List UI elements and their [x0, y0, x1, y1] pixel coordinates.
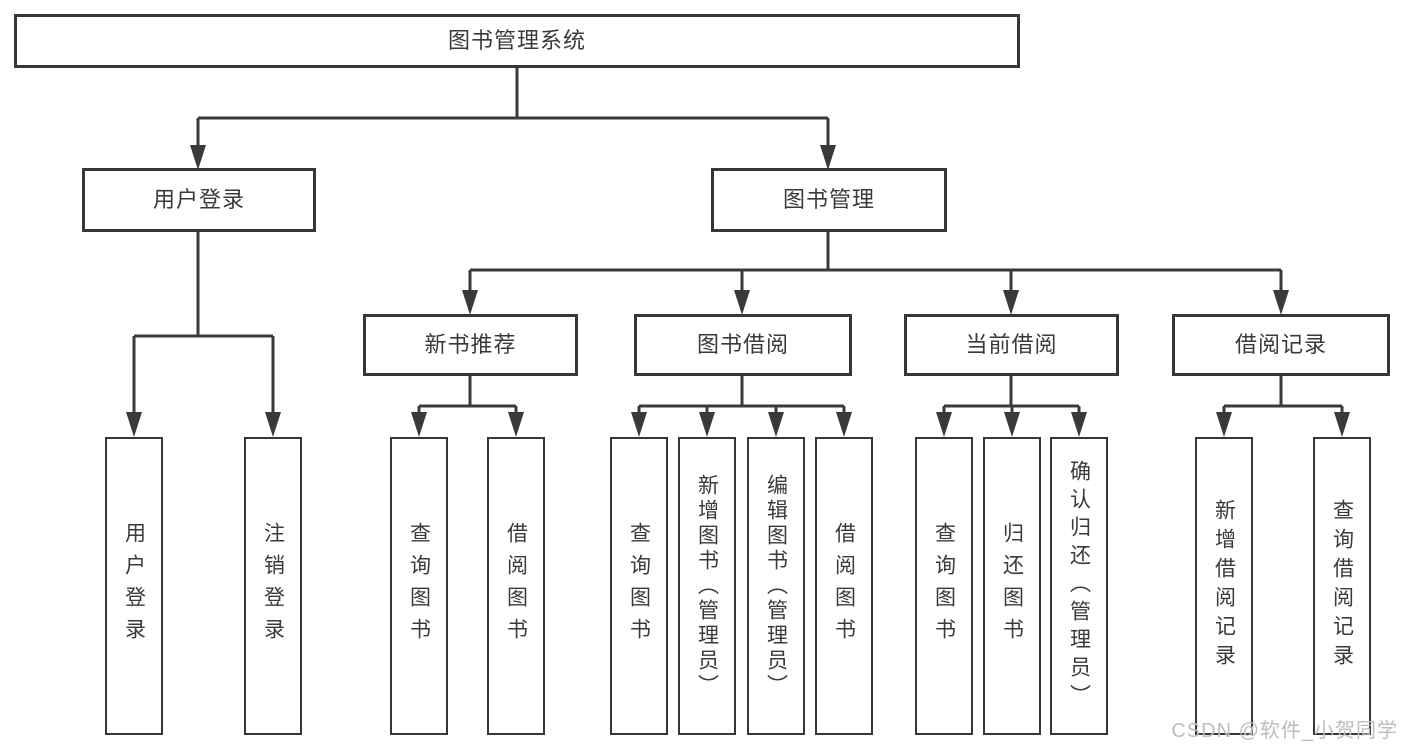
node-label: 新书推荐 — [424, 331, 517, 357]
node-label: 借阅图书 — [832, 522, 856, 650]
node-label: 查询借阅记录 — [1330, 499, 1354, 673]
node-label: 确认归还（管理员） — [1067, 460, 1091, 712]
leaf-add-borrow-record: 新增借阅记录 — [1195, 437, 1253, 735]
node-label: 用户登录 — [122, 522, 146, 650]
leaf-borrow-books-recommend: 借阅图书 — [487, 437, 545, 735]
node-label: 新增图书（管理员） — [695, 473, 719, 699]
arrowheads — [126, 145, 1350, 437]
node-label: 用户登录 — [152, 186, 245, 212]
node-label: 编辑图书（管理员） — [764, 473, 788, 699]
node-label: 新增借阅记录 — [1212, 499, 1236, 673]
leaf-query-books-recommend: 查询图书 — [390, 437, 448, 735]
node-borrowing-records: 借阅记录 — [1172, 314, 1390, 376]
node-label: 图书管理 — [782, 186, 875, 212]
node-label: 图书借阅 — [696, 331, 789, 357]
node-label: 归还图书 — [1000, 522, 1024, 650]
node-label: 查询图书 — [932, 522, 956, 650]
leaf-return-book: 归还图书 — [983, 437, 1041, 735]
node-new-book-recommend: 新书推荐 — [363, 314, 578, 376]
node-user-login: 用户登录 — [82, 168, 316, 232]
leaf-confirm-return-admin: 确认归还（管理员） — [1050, 437, 1108, 735]
csdn-watermark: CSDN @软件_小贺同学 — [1171, 720, 1398, 742]
node-label: 借阅记录 — [1234, 331, 1327, 357]
leaf-query-borrow-record: 查询借阅记录 — [1313, 437, 1371, 735]
node-root: 图书管理系统 — [14, 14, 1020, 68]
leaf-logout: 注销登录 — [244, 437, 302, 735]
leaf-edit-book-admin: 编辑图书（管理员） — [747, 437, 805, 735]
node-label: 图书管理系统 — [447, 27, 586, 53]
node-book-management: 图书管理 — [711, 168, 947, 232]
node-label: 借阅图书 — [504, 522, 528, 650]
node-book-borrowing: 图书借阅 — [634, 314, 852, 376]
leaf-borrow-books: 借阅图书 — [815, 437, 873, 735]
node-label: 查询图书 — [627, 522, 651, 650]
leaf-query-books-current: 查询图书 — [915, 437, 973, 735]
node-label: 注销登录 — [261, 522, 285, 650]
node-current-borrowing: 当前借阅 — [904, 314, 1119, 376]
node-label: 当前借阅 — [965, 331, 1058, 357]
leaf-user-login: 用户登录 — [105, 437, 163, 735]
leaf-query-books-borrow: 查询图书 — [610, 437, 668, 735]
node-label: 查询图书 — [407, 522, 431, 650]
leaf-add-book-admin: 新增图书（管理员） — [678, 437, 736, 735]
